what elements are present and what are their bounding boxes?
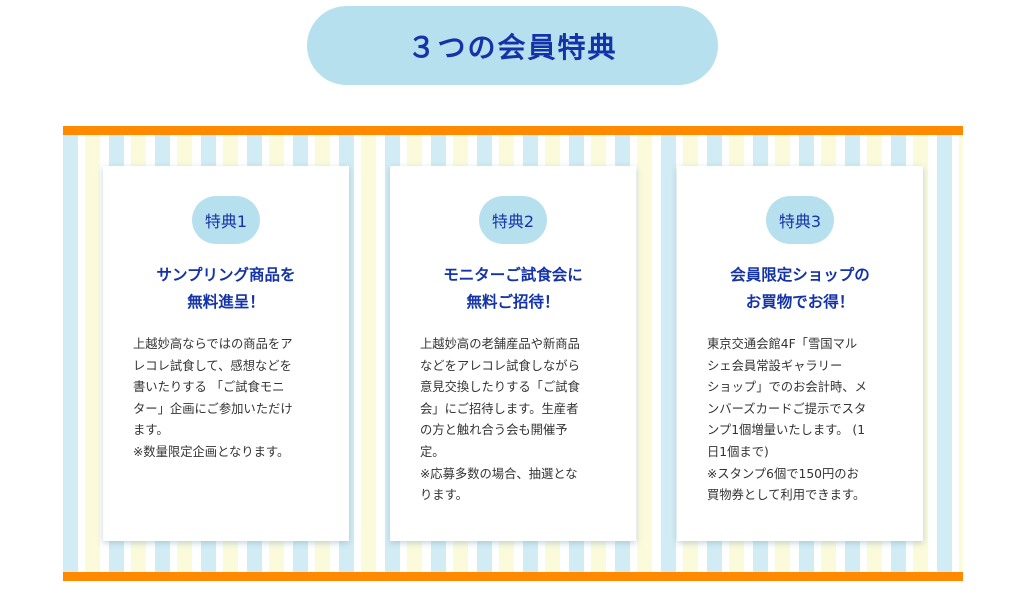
benefit-badge: 特典3 [766,196,834,244]
description-line: ります。 [420,488,468,503]
section-title-pill: ３つの会員特典 [307,6,718,85]
heading-line: 無料進呈！ [187,293,265,311]
description-line: 日1個まで) [707,444,769,459]
description-line: ※応募多数の場合、抽選とな [420,466,578,481]
heading-line: 会員限定ショップの [730,266,870,284]
benefit-description: 上越妙高ならではの商品をアレコレ試食して、感想などを書いたりする 「ご試食モニタ… [133,334,335,464]
description-line: 定。 [420,444,445,459]
description-line: ンバーズカードご提示でスタ [707,401,867,416]
benefit-badge: 特典1 [192,196,260,244]
description-line: ンプ1個増量いたします。 (1 [707,423,866,438]
description-line: ※数量限定企画となります。 [133,444,290,459]
description-line: 書いたりする 「ご試食モニ [133,380,285,395]
description-line: シェ会員常設ギャラリー [707,358,843,373]
description-line: 買物券として利用できます。 [707,488,866,503]
description-line: 上越妙高の老舗産品や新商品 [420,337,580,351]
benefit-badge: 特典2 [479,196,547,244]
benefit-card-2: 特典2 モニターご試食会に無料ご招待！ 上越妙高の老舗産品や新商品などをアレコレ試食… [390,166,636,541]
orange-top-bar [63,126,963,135]
benefit-heading: サンプリング商品を無料進呈！ [103,262,349,316]
benefit-description: 上越妙高の老舗産品や新商品などをアレコレ試食しながら意見交換したりする「ご試食会… [420,334,622,507]
description-line: ます。 [133,423,169,438]
heading-line: モニターご試食会に [443,266,583,284]
benefit-card-1: 特典1 サンプリング商品を無料進呈！ 上越妙高ならではの商品をアレコレ試食して、感想… [103,166,349,541]
benefit-heading: 会員限定ショップのお買物でお得！ [677,262,923,316]
description-line: 会」にご招待します。生産者 [420,401,579,416]
description-line: ※スタンプ6個で150円のお [707,466,859,481]
benefit-card-3: 特典3 会員限定ショップのお買物でお得！ 東京交通会館4F「雪国マルシェ会員常設ギャ… [677,166,923,541]
benefit-description: 東京交通会館4F「雪国マルシェ会員常設ギャラリーショップ」でのお会計時、メンバー… [707,334,909,507]
benefits-band: 特典1 サンプリング商品を無料進呈！ 上越妙高ならではの商品をアレコレ試食して、感想… [63,126,963,581]
description-line: ター」企画にご参加いただけ [133,401,293,416]
section-title: ３つの会員特典 [407,30,618,64]
description-line: 意見交換したりする「ご試食 [420,380,580,395]
description-line: 東京交通会館4F「雪国マル [707,337,858,351]
description-line: ショップ」でのお会計時、メ [707,380,867,395]
description-line: などをアレコレ試食しながら [420,358,580,373]
orange-bottom-bar [63,572,963,581]
benefit-heading: モニターご試食会に無料ご招待！ [390,262,636,316]
description-line: 上越妙高ならではの商品をア [133,337,293,351]
heading-line: お買物でお得！ [745,293,855,311]
description-line: レコレ試食して、感想などを [133,358,292,373]
description-line: の方と触れ合う会も開催予 [420,423,568,438]
heading-line: サンプリング商品を [156,266,296,284]
heading-line: 無料ご招待！ [466,293,560,311]
